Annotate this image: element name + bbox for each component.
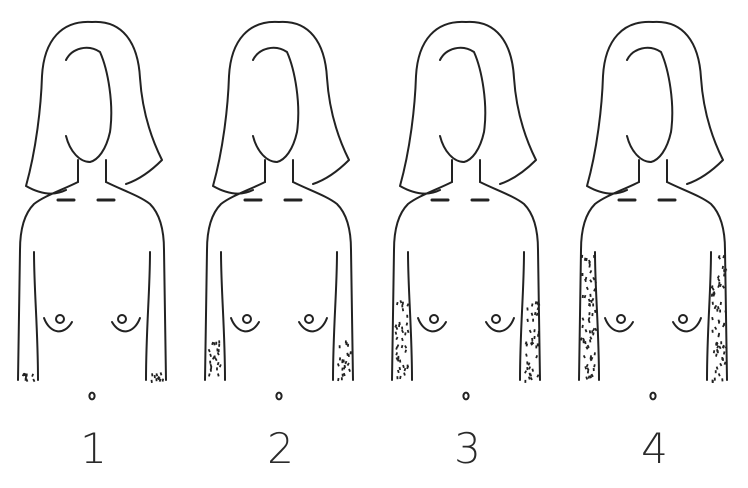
figure-number: 1 <box>0 428 187 470</box>
torso-illustration <box>187 0 374 420</box>
torso-outline <box>18 22 166 400</box>
figure-2: 2 <box>187 0 374 488</box>
torso-illustration <box>0 0 187 420</box>
torso-illustration <box>374 0 561 420</box>
torso-outline <box>205 22 353 400</box>
figure-4: 4 <box>561 0 748 488</box>
figure-3: 3 <box>374 0 561 488</box>
torso-outline <box>392 22 540 400</box>
rash-stipple <box>394 300 540 383</box>
rash-stipple <box>208 340 352 381</box>
figure-1: 1 <box>0 0 187 488</box>
torso-illustration <box>561 0 748 420</box>
rash-stipple <box>580 255 728 383</box>
rash-stipple <box>22 372 164 383</box>
figure-number: 3 <box>374 428 561 470</box>
torso-outline <box>579 22 727 400</box>
figure-number: 2 <box>187 428 374 470</box>
figure-number: 4 <box>561 428 748 470</box>
